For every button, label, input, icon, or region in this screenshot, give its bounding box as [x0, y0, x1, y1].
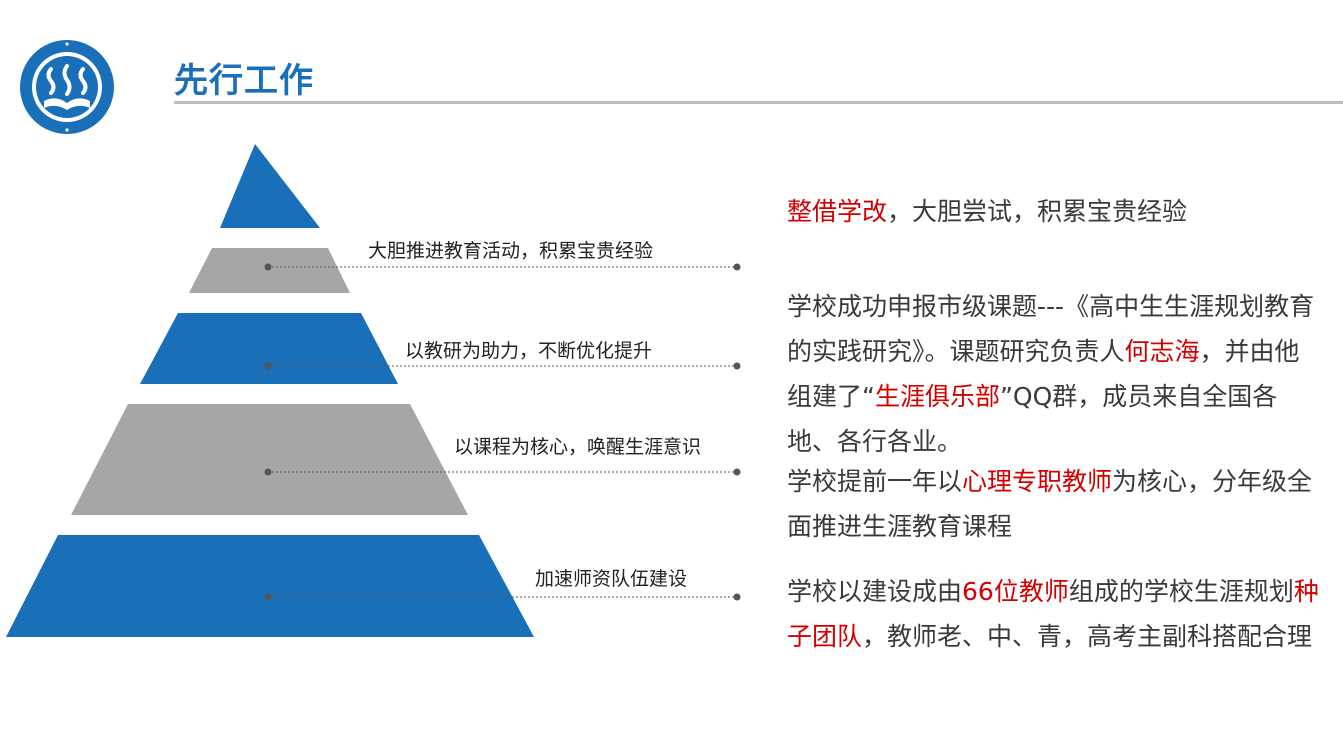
pyramid-diagram — [6, 144, 741, 637]
pyramid-tier-4 — [6, 535, 534, 637]
highlight-text: 整借学改 — [787, 197, 888, 226]
point-text: 为核心，分年级全面推进生涯教育课程 — [787, 467, 1313, 541]
header-divider — [174, 101, 1343, 104]
highlight-text: 心理专职教师 — [962, 467, 1113, 496]
connector-2 — [264, 362, 741, 370]
point-4: 学校以建设成由66位教师组成的学校生涯规划种子团队，教师老、中、青，高考主副科搭… — [787, 569, 1322, 659]
point-text: ，大胆尝试，积累宝贵经验 — [887, 197, 1188, 226]
point-1: 整借学改，大胆尝试，积累宝贵经验 — [787, 189, 1322, 234]
point-2: 学校成功申报市级课题---《高中生生涯规划教育的实践研究》。课题研究负责人何志海… — [787, 284, 1322, 464]
highlight-text: 66位教师 — [962, 577, 1069, 606]
point-text: ，并由他组建了“ — [787, 337, 1300, 411]
school-emblem-icon — [20, 40, 114, 134]
highlight-text: 生涯俱乐部 — [874, 382, 1000, 411]
point-text: ，教师老、中、青，高考主副科搭配合理 — [862, 622, 1313, 651]
pyramid-tier-3 — [71, 404, 468, 515]
tier-label-2: 以教研为助力，不断优化提升 — [405, 340, 653, 362]
tier-label-3: 以课程为核心，唤醒生涯意识 — [454, 436, 702, 458]
tier-label-4: 加速师资队伍建设 — [535, 568, 688, 590]
highlight-text: 何志海 — [1124, 337, 1200, 366]
point-text: 学校成功申报市级课题---《高中生生涯规划教育的实践研究》。课题研究负责人 — [787, 292, 1315, 366]
highlight-text: 种子团队 — [787, 577, 1319, 651]
tier-label-1: 大胆推进教育活动，积累宝贵经验 — [368, 240, 654, 262]
connector-1 — [264, 263, 741, 271]
pyramid-tier-2 — [140, 313, 398, 384]
point-3: 学校提前一年以心理专职教师为核心，分年级全面推进生涯教育课程 — [787, 459, 1322, 549]
point-text: ”QQ群，成员来自全国各地、各行各业。 — [787, 382, 1278, 456]
point-text: 学校以建设成由 — [787, 577, 963, 606]
page-title: 先行工作 — [174, 61, 314, 101]
point-text: 组成的学校生涯规划 — [1068, 577, 1294, 606]
pyramid-apex — [220, 144, 320, 228]
connector-4 — [264, 593, 741, 601]
connector-3 — [264, 468, 741, 476]
point-text: 学校提前一年以 — [787, 467, 963, 496]
pyramid-tier-1 — [189, 248, 350, 293]
